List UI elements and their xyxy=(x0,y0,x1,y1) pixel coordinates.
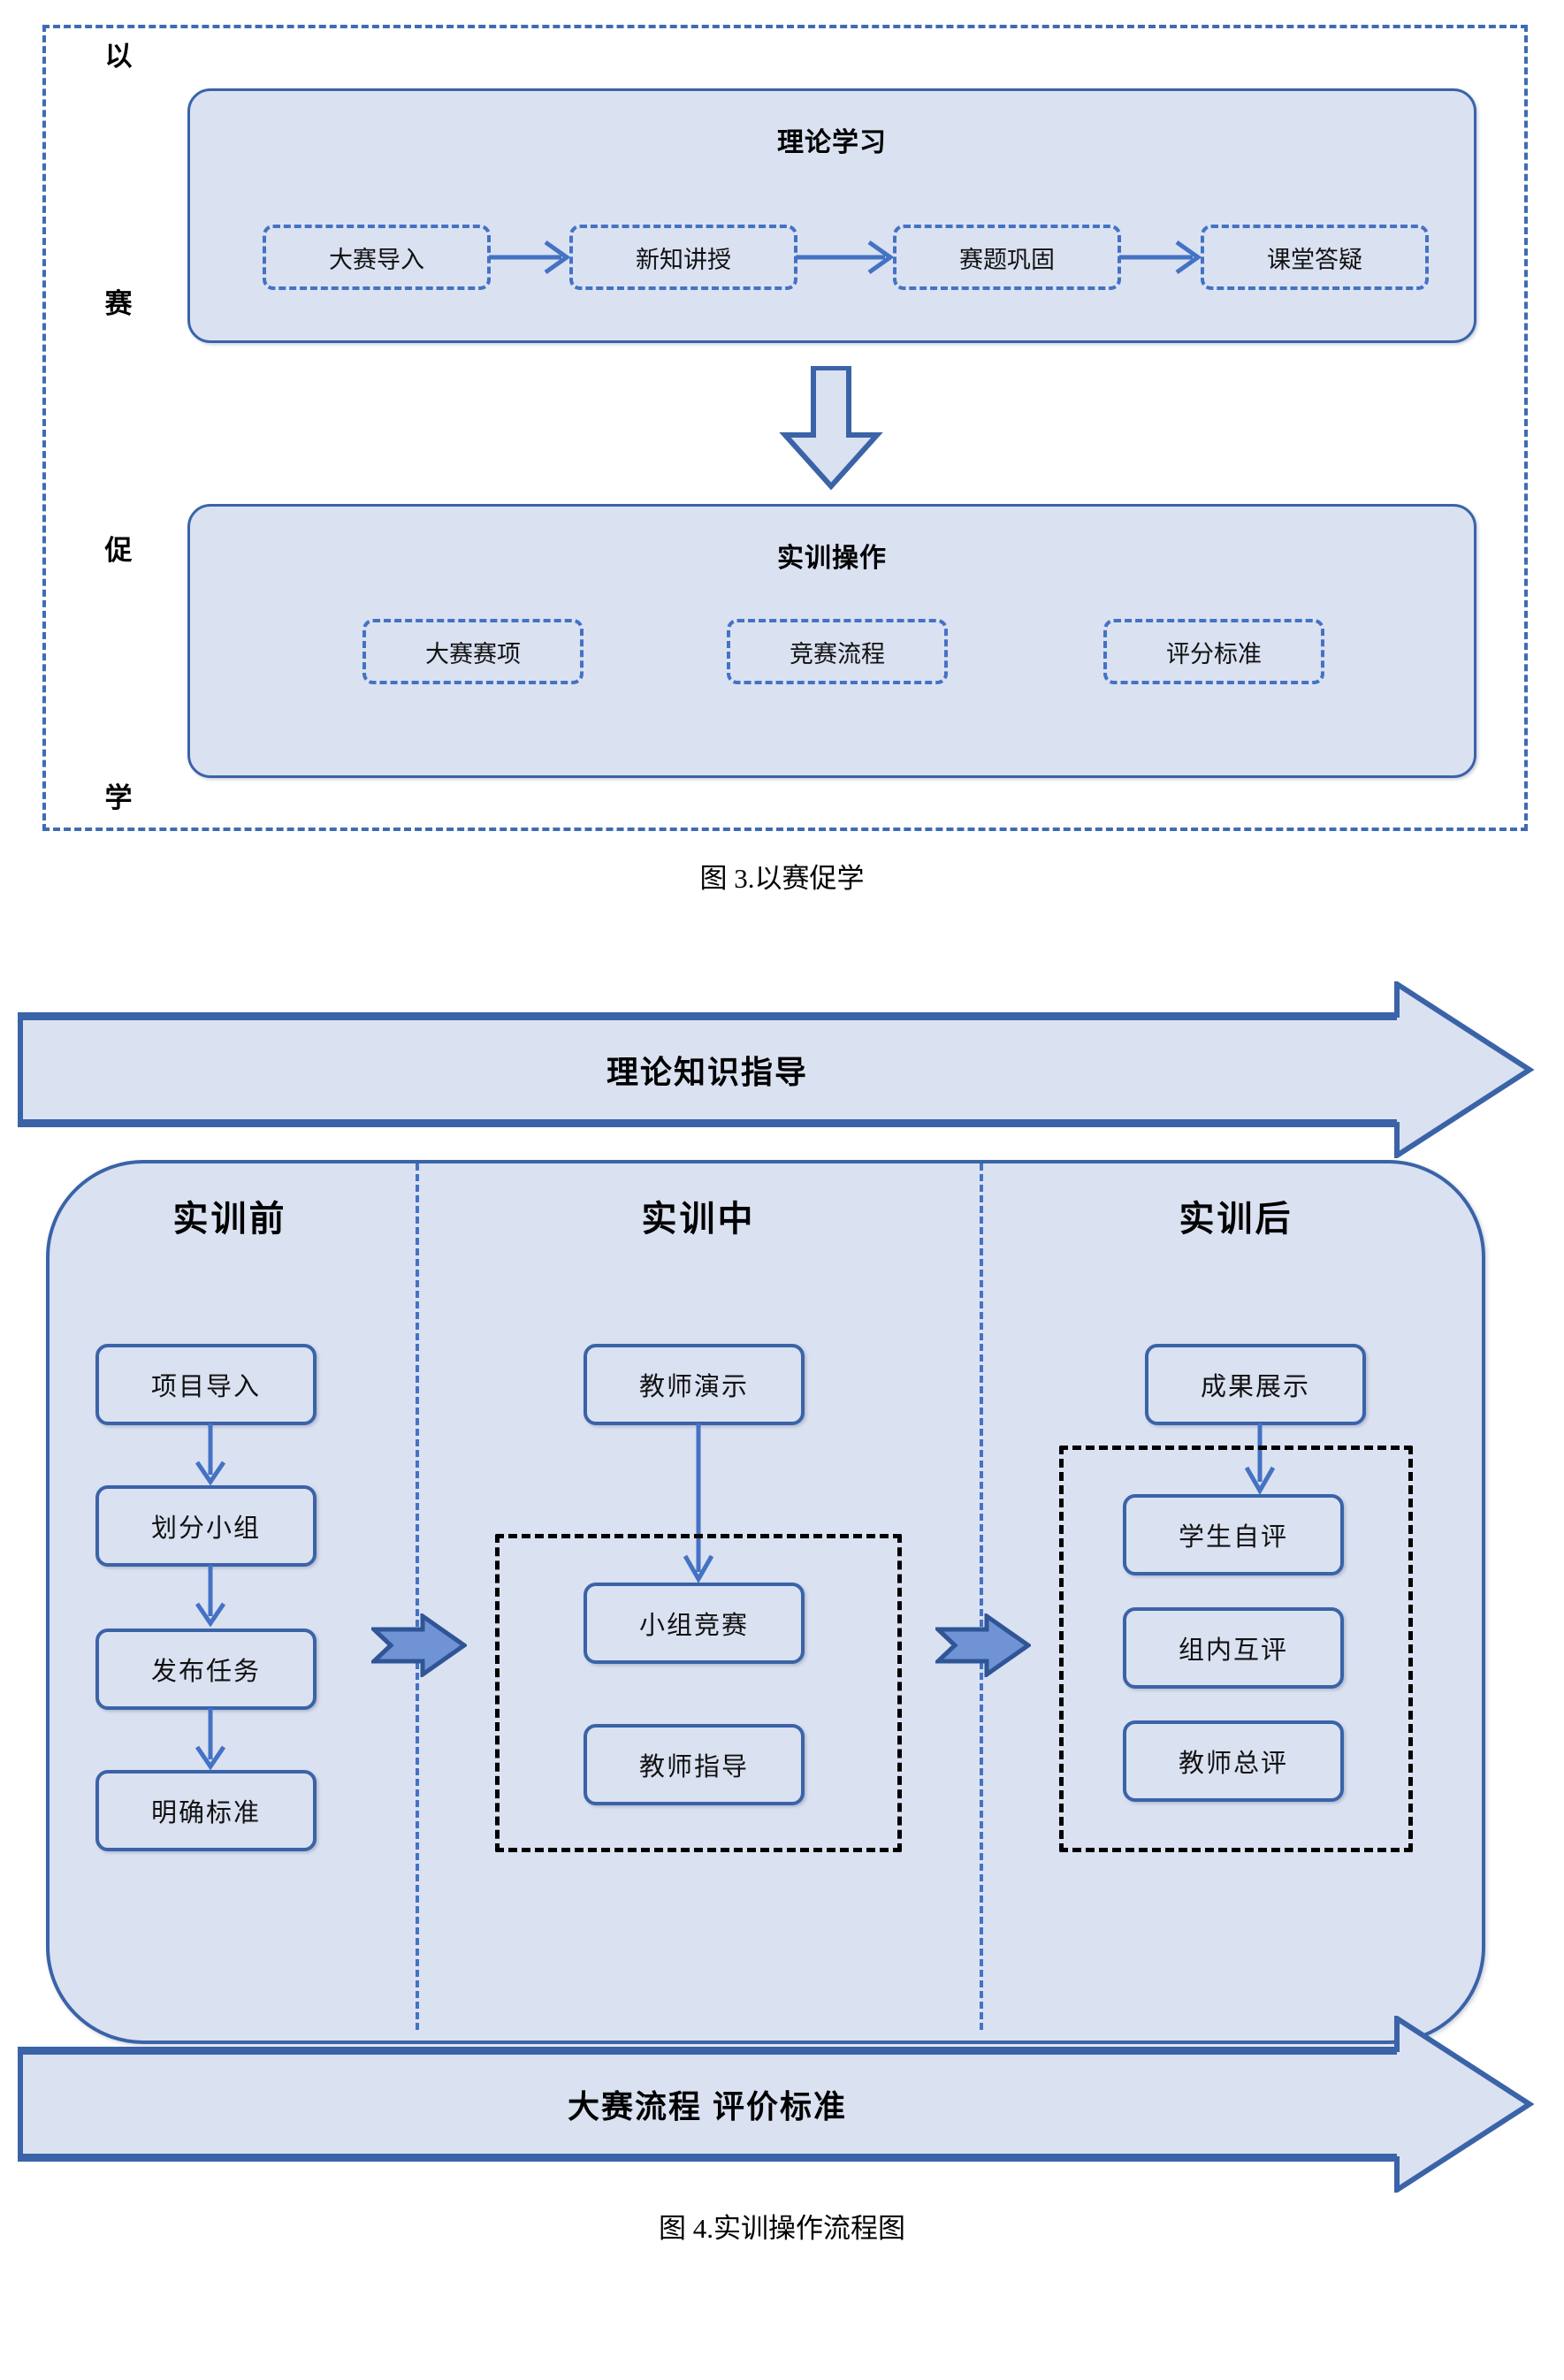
figure4-caption: 图 4.实训操作流程图 xyxy=(659,2213,905,2244)
practice-item-box-0[interactable]: 大赛赛项 xyxy=(362,619,584,684)
before-arrow-0-icon xyxy=(193,1423,228,1489)
column-divider-1 xyxy=(416,1163,419,2030)
vertical-label-char-1: 赛 xyxy=(104,287,133,319)
during-to-after-chevron-icon xyxy=(935,1613,1031,1677)
theory-step-box-1[interactable]: 新知讲授 xyxy=(569,225,797,290)
vertical-label-char-2: 促 xyxy=(104,535,133,567)
column-divider-2 xyxy=(980,1163,983,2030)
after-group-box-0[interactable]: 学生自评 xyxy=(1123,1494,1344,1575)
vertical-label-char-0: 以 xyxy=(104,41,133,72)
column-header-after: 实训后 xyxy=(1179,1200,1293,1239)
practice-panel-title: 实训操作 xyxy=(777,544,887,573)
after-group-box-2[interactable]: 教师总评 xyxy=(1123,1720,1344,1802)
theory-arrow-2-icon xyxy=(1118,225,1206,290)
figure-3-competition-promotes-learning: 以 赛 促 学 理论学习 大赛导入 新知讲授 赛题巩固 课堂答疑 实训操作 大赛… xyxy=(0,0,1564,919)
bottom-banner-label: 大赛流程 评价标准 xyxy=(567,2088,847,2124)
figure3-caption: 图 3.以赛促学 xyxy=(699,863,865,894)
theory-step-box-0[interactable]: 大赛导入 xyxy=(263,225,491,290)
theory-step-box-3[interactable]: 课堂答疑 xyxy=(1201,225,1429,290)
before-arrow-2-icon xyxy=(193,1708,228,1774)
before-arrow-1-icon xyxy=(193,1565,228,1630)
after-group-box-1[interactable]: 组内互评 xyxy=(1123,1607,1344,1689)
theory-to-practice-down-arrow-icon xyxy=(778,365,884,491)
practice-operation-panel xyxy=(187,504,1476,778)
theory-step-box-2[interactable]: 赛题巩固 xyxy=(893,225,1121,290)
during-group-box-0[interactable]: 小组竞赛 xyxy=(584,1583,805,1664)
during-group-dashed-frame xyxy=(495,1534,902,1852)
during-group-box-1[interactable]: 教师指导 xyxy=(584,1724,805,1805)
top-banner-arrow: 理论知识指导 xyxy=(18,981,1534,1158)
bottom-banner-arrow: 大赛流程 评价标准 xyxy=(18,2016,1534,2193)
after-arrow-icon xyxy=(1242,1423,1278,1498)
before-to-during-chevron-icon xyxy=(371,1613,467,1677)
theory-arrow-0-icon xyxy=(487,225,575,290)
during-top-box[interactable]: 教师演示 xyxy=(584,1344,805,1425)
before-box-3[interactable]: 明确标准 xyxy=(95,1770,317,1851)
before-box-1[interactable]: 划分小组 xyxy=(95,1485,317,1567)
training-stage-container xyxy=(46,1160,1485,2044)
during-arrow-icon xyxy=(681,1423,716,1586)
after-group-dashed-frame xyxy=(1059,1446,1413,1852)
figure3-vertical-label: 以 赛 促 学 xyxy=(92,42,145,812)
theory-learning-panel xyxy=(187,88,1476,343)
column-header-during: 实训中 xyxy=(641,1200,756,1239)
top-banner-label: 理论知识指导 xyxy=(606,1054,808,1090)
after-top-box[interactable]: 成果展示 xyxy=(1145,1344,1366,1425)
theory-arrow-1-icon xyxy=(794,225,898,290)
theory-panel-title: 理论学习 xyxy=(777,128,887,157)
figure-4-training-operation-flowchart: 理论知识指导 实训前 实训中 实训后 项目导入 划分小组 发布任务 明确标准 教… xyxy=(0,964,1564,2378)
practice-item-box-1[interactable]: 竞赛流程 xyxy=(727,619,948,684)
before-box-2[interactable]: 发布任务 xyxy=(95,1629,317,1710)
practice-item-box-2[interactable]: 评分标准 xyxy=(1103,619,1324,684)
vertical-label-char-3: 学 xyxy=(104,782,133,813)
column-header-before: 实训前 xyxy=(172,1200,287,1239)
before-box-0[interactable]: 项目导入 xyxy=(95,1344,317,1425)
